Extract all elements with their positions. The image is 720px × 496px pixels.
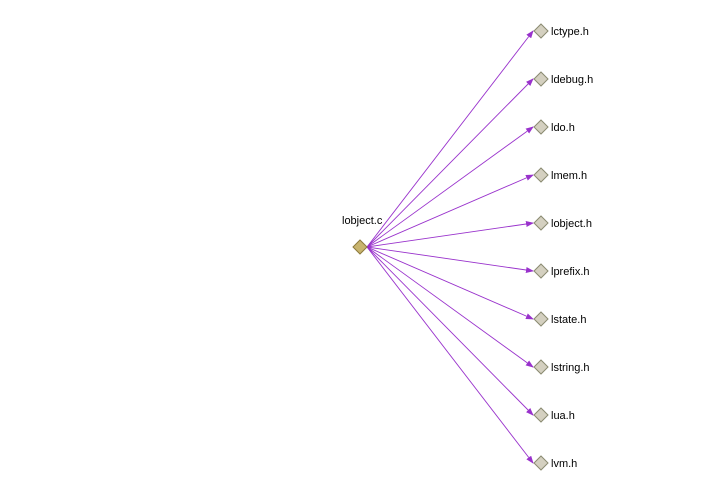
target-node-label: lmem.h [551, 170, 587, 182]
edge-lua-h [366, 246, 534, 416]
target-node-diamond[interactable] [533, 263, 549, 279]
target-node-lctype-h[interactable]: lctype.h [533, 23, 589, 39]
target-node-label: lua.h [551, 410, 575, 422]
target-node-lmem-h[interactable]: lmem.h [533, 167, 587, 183]
target-node-diamond[interactable] [533, 167, 549, 183]
target-node-label: lprefix.h [551, 266, 590, 278]
target-node-label: ldebug.h [551, 74, 593, 86]
edge-ldo-h [366, 126, 534, 248]
target-node-diamond[interactable] [533, 215, 549, 231]
target-node-diamond[interactable] [533, 311, 549, 327]
source-node-diamond[interactable] [352, 239, 368, 255]
target-node-label: lvm.h [551, 458, 577, 470]
edge-lprefix-h [366, 246, 534, 273]
edge-lstring-h [366, 246, 534, 368]
target-node-diamond[interactable] [533, 23, 549, 39]
target-node-diamond[interactable] [533, 71, 549, 87]
edge-ldebug-h [366, 78, 534, 248]
target-node-lprefix-h[interactable]: lprefix.h [533, 263, 590, 279]
edge-lobject-h [366, 221, 534, 248]
nodes: lobject.c lctype.h ldebug.h ldo.h lmem.h lob… [342, 23, 593, 471]
target-node-ldo-h[interactable]: ldo.h [533, 119, 575, 135]
target-node-label: ldo.h [551, 122, 575, 134]
edge-lvm-h [366, 246, 534, 464]
target-node-label: lctype.h [551, 26, 589, 38]
target-node-label: lstate.h [551, 314, 586, 326]
target-node-label: lstring.h [551, 362, 590, 374]
target-node-lvm-h[interactable]: lvm.h [533, 455, 577, 471]
target-node-diamond[interactable] [533, 455, 549, 471]
target-node-lstring-h[interactable]: lstring.h [533, 359, 590, 375]
edges [366, 30, 534, 464]
edge-lmem-h [366, 174, 534, 248]
target-node-lstate-h[interactable]: lstate.h [533, 311, 586, 327]
target-node-diamond[interactable] [533, 407, 549, 423]
edge-lstate-h [366, 246, 534, 320]
target-node-diamond[interactable] [533, 119, 549, 135]
target-node-label: lobject.h [551, 218, 592, 230]
target-node-ldebug-h[interactable]: ldebug.h [533, 71, 593, 87]
source-node-label: lobject.c [342, 215, 383, 227]
target-node-lobject-h[interactable]: lobject.h [533, 215, 592, 231]
target-node-lua-h[interactable]: lua.h [533, 407, 575, 423]
source-node[interactable]: lobject.c [342, 215, 383, 255]
target-node-diamond[interactable] [533, 359, 549, 375]
edge-lctype-h [366, 30, 534, 248]
